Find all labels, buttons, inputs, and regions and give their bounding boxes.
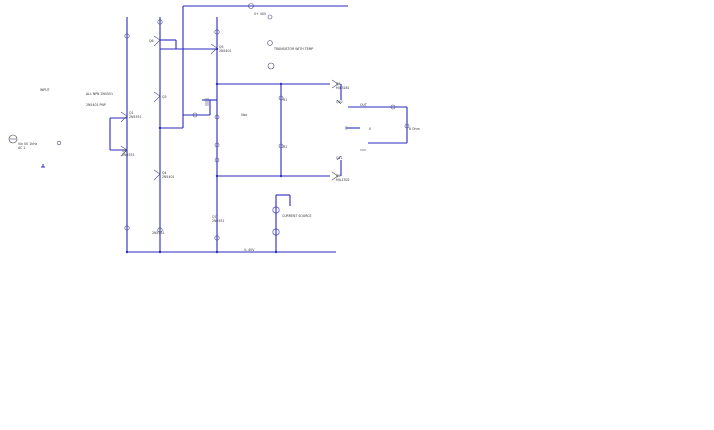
label-lower-note: CURRENT SOURCE [282, 214, 312, 218]
resistor-load [404, 123, 410, 129]
label-r-sense: R2 [283, 145, 287, 149]
label-q-drv-top: Q10 [336, 100, 343, 104]
label-q-ltp-b: Q2 [122, 149, 127, 153]
label-q-out-bot-part: MJL1302 [336, 178, 350, 182]
label-gnd: 0 [369, 127, 371, 131]
cm-transistor-mid [153, 169, 161, 181]
vas-transistor-top [210, 43, 218, 55]
tail-transistor [153, 35, 161, 47]
resistor-top-rail [248, 3, 254, 9]
drv-transistor-top [336, 99, 342, 105]
label-q-vas-top: Q5 [219, 45, 224, 49]
resistor-em-vas [214, 235, 220, 241]
label-q-vas-low: Q7 [212, 215, 217, 219]
current-source-b [272, 228, 280, 236]
label-vbe: Vbe [241, 113, 247, 117]
temp-sensor-c [267, 62, 275, 70]
resistor-fb [192, 112, 198, 118]
resistor-col-b [157, 19, 163, 25]
resistor-col-vas [214, 29, 220, 35]
label-q-vas-low-part: 2N5551 [212, 219, 225, 223]
resistor-em-b [157, 227, 163, 233]
label-q-out-top-part: MJL3281 [336, 86, 350, 90]
components [8, 3, 410, 241]
label-q-cm-mid: Q4 [162, 171, 167, 175]
label-q-cm-top: Q3 [162, 95, 167, 99]
ltp-transistor-a [120, 111, 128, 123]
wires [109, 5, 408, 253]
labels: INPUT Vin 0V 1kHz AC 1 ALL NPN 2N5551 2N… [18, 12, 420, 252]
resistor-bias-2 [214, 142, 220, 148]
current-source-a [272, 206, 280, 214]
drv-transistor-bot [336, 155, 342, 161]
label-out: OUT [360, 103, 367, 107]
resistor-bias-1 [214, 114, 220, 120]
label-supply-neg: V- 40V [244, 248, 255, 252]
input-source [8, 134, 18, 144]
label-ltp-note2: 2N5401 PNP [86, 103, 106, 107]
temp-sensor-b [267, 40, 273, 46]
resistor-bias-3 [214, 157, 220, 163]
label-q-ltp-b-part: 2N5551 [122, 153, 135, 157]
label-q-vas-top-part: 2N5401 [219, 49, 232, 53]
label-r-load: 8 Ohm [409, 127, 420, 131]
label-q-tail-part: 2N5551 [152, 231, 165, 235]
label-q-out-top: Q8 [336, 82, 341, 86]
label-q-drv-bot: Q11 [336, 156, 343, 160]
resistor-col-a [124, 33, 130, 39]
input-resistor [56, 140, 62, 146]
label-input-source: Vin 0V 1kHz [18, 142, 38, 146]
temp-sensor-a [267, 14, 273, 20]
label-upper-note: TRANSISTOR WITH TEMP [273, 47, 313, 51]
label-q-cm-top-part: 2N5401 [162, 175, 175, 179]
resistor-out [390, 104, 396, 110]
resistor-node-lower [278, 143, 284, 149]
label-supply-pos: V+ 40V [254, 12, 267, 16]
label-input-title: INPUT [40, 88, 50, 92]
label-q-ltp-a-part: 2N5551 [129, 115, 142, 119]
label-q-out-bot: Q9 [336, 174, 341, 178]
out-transistor-top [331, 79, 339, 89]
label-r-top: R1 [283, 98, 287, 102]
label-q-tail: Q6 [149, 39, 154, 43]
junctions [125, 47, 283, 254]
resistor-node-upper [278, 95, 284, 101]
ltp-transistor-b [120, 145, 128, 157]
label-ltp-note: ALL NPN 2N5551 [86, 92, 113, 96]
label-input-ac: AC 1 [18, 146, 25, 150]
cm-transistor-top [153, 91, 161, 103]
label-q-ltp-a: Q1 [129, 111, 134, 115]
out-transistor-bot [331, 171, 339, 181]
resistor-em-a [124, 225, 130, 231]
